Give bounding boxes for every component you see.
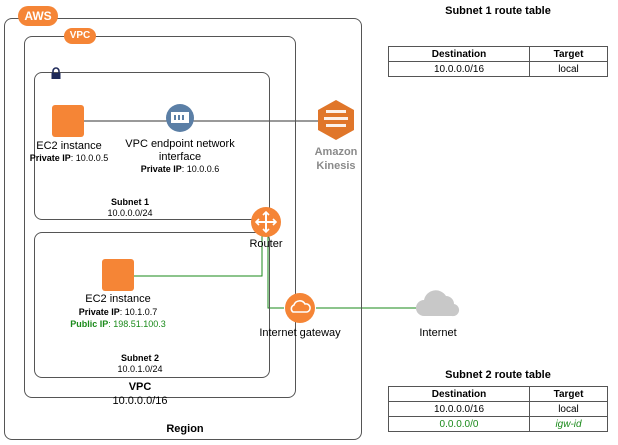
- route-table-2-target: igw-id: [529, 416, 608, 432]
- router-to-igw-line: [267, 232, 284, 309]
- subnet-2-boundary: [34, 232, 270, 378]
- route-table-2: Destination Target 10.0.0.0/16 local 0.0…: [388, 386, 608, 432]
- ec2-instance-2-private-ip: Private IP: 10.1.0.7: [78, 307, 158, 317]
- kinesis-icon[interactable]: [316, 98, 356, 142]
- router-label: Router: [249, 238, 283, 250]
- route-table-1-header-destination: Destination: [388, 46, 530, 62]
- kinesis-label-line-1: Amazon: [314, 146, 358, 158]
- aws-badge: AWS: [18, 6, 58, 26]
- subnet-2-name: Subnet 2: [120, 353, 159, 363]
- route-table-1-destination: 10.0.0.0/16: [388, 61, 530, 77]
- route-table-1-header-target: Target: [529, 46, 608, 62]
- endpoint-label-line-1: VPC endpoint network: [125, 138, 235, 150]
- table-row: 0.0.0.0/0 igw-id: [388, 416, 608, 432]
- ec2-instance-2-icon[interactable]: [102, 259, 134, 291]
- vpc-cidr: 10.0.0.0/16: [112, 395, 168, 407]
- ec2-instance-2-label: EC2 instance: [85, 293, 151, 305]
- router-icon[interactable]: [250, 206, 282, 238]
- region-boundary: [4, 18, 362, 440]
- lock-icon: [51, 67, 61, 79]
- subnet-1-cidr: 10.0.0.0/24: [107, 208, 153, 218]
- internet-gateway-icon[interactable]: [284, 292, 316, 324]
- route-table-2-header-destination: Destination: [388, 386, 530, 402]
- subnet-2-cidr: 10.0.1.0/24: [117, 364, 163, 374]
- internet-gateway-label: Internet gateway: [259, 327, 341, 339]
- route-table-2-destination: 0.0.0.0/0: [388, 416, 530, 432]
- ec2-instance-1-label: EC2 instance: [36, 140, 102, 152]
- table-row: 10.0.0.0/16 local: [388, 401, 608, 417]
- ec2-instance-1-icon[interactable]: [52, 105, 84, 137]
- vpc-boundary: [24, 36, 296, 398]
- route-table-1-target: local: [529, 61, 608, 77]
- ec2-to-router-line: [134, 232, 263, 277]
- endpoint-private-ip: Private IP: 10.0.0.6: [140, 164, 220, 174]
- cloud-icon[interactable]: [414, 284, 462, 320]
- route-table-2-target: local: [529, 401, 608, 417]
- route-table-2-title: Subnet 2 route table: [445, 369, 551, 381]
- network-interface-icon[interactable]: [165, 103, 195, 133]
- ec2-instance-2-public-ip: Public IP: 198.51.100.3: [70, 319, 166, 329]
- internet-label: Internet: [419, 327, 457, 339]
- region-name: Region: [166, 423, 204, 435]
- endpoint-label-line-2: interface: [158, 151, 202, 163]
- ec2-instance-1-private-ip: Private IP: 10.0.0.5: [29, 153, 109, 163]
- route-table-1: Destination Target 10.0.0.0/16 local: [388, 46, 608, 77]
- kinesis-label: Amazon Kinesis: [306, 145, 366, 173]
- route-table-2-destination: 10.0.0.0/16: [388, 401, 530, 417]
- route-table-2-header-target: Target: [529, 386, 608, 402]
- subnet-1-boundary: [34, 72, 270, 220]
- subnet-1-name: Subnet 1: [110, 197, 149, 207]
- kinesis-label-line-2: Kinesis: [316, 160, 356, 172]
- vpc-badge: VPC: [64, 28, 96, 44]
- route-table-1-title: Subnet 1 route table: [445, 5, 551, 17]
- table-row: 10.0.0.0/16 local: [388, 61, 608, 77]
- vpc-name: VPC: [128, 381, 152, 393]
